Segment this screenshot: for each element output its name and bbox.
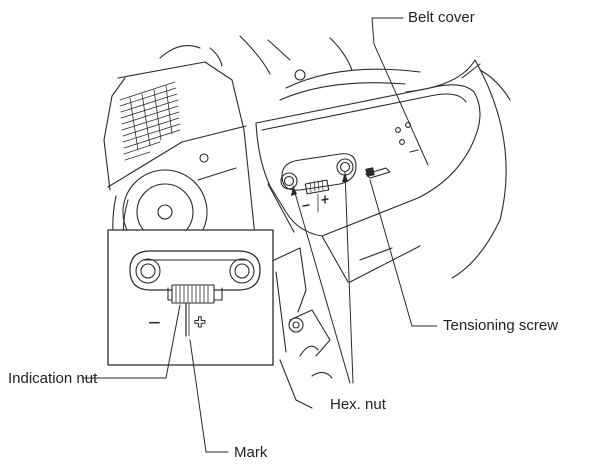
label-tensioning-screw: Tensioning screw: [443, 317, 559, 334]
leader-lines: [81, 17, 438, 453]
cooling-fins: [119, 81, 181, 161]
hex-nut-right: [229, 258, 255, 284]
hex-nut-left-small: [280, 172, 298, 190]
lower-housing: [269, 247, 333, 409]
label-hex-nut: Hex. nut: [330, 396, 386, 413]
leader-mark: [189, 339, 229, 453]
leader-belt-cover: [371, 17, 429, 166]
leader-indication-nut: [81, 304, 181, 379]
arrowhead-right: [342, 172, 348, 182]
hex-nut-left: [135, 258, 161, 284]
tensioning-screw-part: [365, 167, 391, 179]
indication-nut-teeth: [175, 285, 209, 303]
arrowhead-left: [291, 186, 297, 196]
leader-hex-nut-2: [344, 171, 354, 384]
label-indication-nut: Indication nut: [8, 370, 98, 387]
belt-cover: [255, 84, 481, 283]
plus-sign: ✚: [194, 314, 206, 330]
leader-hex-nut-1: [292, 185, 351, 384]
cover-adjuster: [280, 153, 357, 213]
minus-sign: −: [148, 310, 161, 335]
label-mark: Mark: [234, 444, 268, 461]
leader-tensioning-screw: [369, 179, 438, 327]
detail-inset: [107, 229, 274, 366]
label-belt-cover: Belt cover: [408, 9, 475, 26]
